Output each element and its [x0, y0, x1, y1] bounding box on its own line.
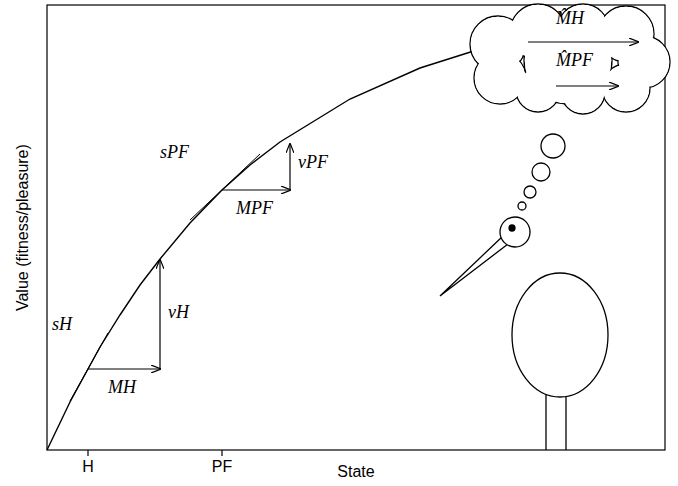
value-arrow: [289, 144, 290, 190]
value-gain-label: vPF: [298, 152, 328, 174]
thought-cloud: M̂H M̂PF: [468, 2, 672, 116]
plot-frame: [47, 5, 665, 450]
value-arrow: [159, 260, 160, 369]
tangent-line: [70, 333, 108, 401]
slope-label: sH: [52, 314, 72, 336]
belief-arrow: [556, 85, 618, 86]
belief-label: M̂H: [556, 8, 584, 30]
tick-mark: [221, 450, 222, 456]
axis-title: Value (fitness/pleasure): [12, 145, 31, 312]
state-arrow: [88, 368, 160, 369]
tick-label: H: [82, 457, 94, 476]
bird-figure: [440, 134, 608, 450]
belief-label: M̂PF: [556, 50, 593, 72]
axis-title: State: [337, 462, 374, 481]
belief-arrow: [528, 41, 638, 42]
value-curve: [47, 23, 600, 450]
state-arrow: [222, 189, 290, 190]
slope-label: sPF: [160, 142, 189, 164]
tick-label: PF: [212, 457, 232, 476]
tick-mark: [87, 450, 88, 456]
state-change-label: MH: [108, 377, 136, 399]
state-change-label: MPF: [236, 198, 273, 220]
value-gain-label: vH: [168, 302, 189, 324]
